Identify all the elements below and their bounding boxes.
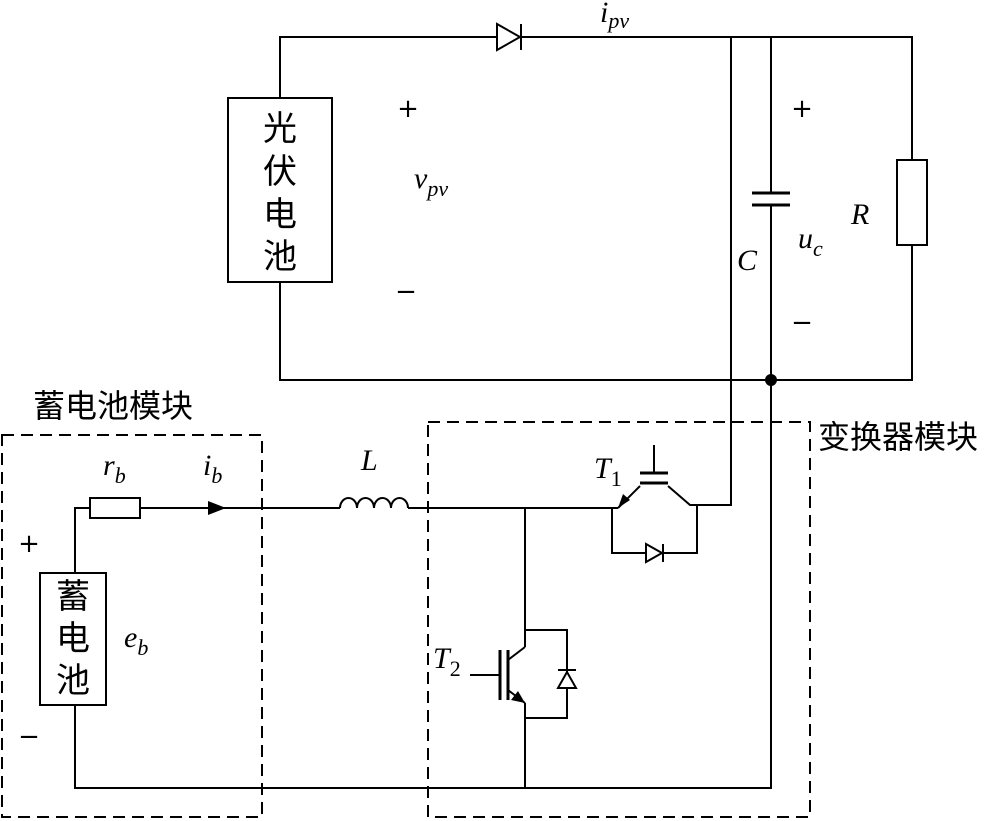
battery-char: 池 — [56, 661, 90, 701]
label-e-b: eb — [124, 621, 148, 660]
current-arrow-icon — [208, 501, 226, 515]
label-r-b: rb — [103, 449, 126, 488]
battery-char: 电 — [56, 619, 90, 659]
pv-plus-sign: + — [397, 94, 419, 124]
battery-module-label: 蓄电池模块 — [33, 387, 193, 425]
battery-module-boundary — [1, 434, 263, 818]
dc-bus-positive-wire — [697, 37, 732, 506]
converter-module-boundary — [427, 421, 811, 818]
capacitor-c — [752, 37, 790, 380]
battery-plus-sign: + — [18, 529, 40, 559]
battery-minus-sign: − — [18, 722, 40, 752]
resistor-rb — [89, 497, 141, 519]
battery-char: 蓄 — [56, 577, 90, 617]
label-t2: T2 — [433, 642, 461, 681]
dc-bus-negative-wire — [74, 380, 772, 789]
battery: 蓄 电 池 — [39, 572, 107, 706]
switch-t2 — [470, 508, 578, 788]
pv-panel-char: 光 — [263, 109, 297, 149]
battery-positive-wire — [74, 507, 90, 573]
label-i-pv: ipv — [600, 0, 629, 33]
label-i-b: ib — [203, 449, 222, 488]
pv-panel-char: 池 — [263, 237, 297, 277]
label-l: L — [360, 444, 378, 477]
inductor-l — [339, 497, 409, 509]
uc-plus-sign: + — [791, 94, 813, 124]
switch-t1 — [525, 445, 698, 564]
pv-panel-char: 电 — [263, 195, 297, 235]
pv-loop-wires — [279, 36, 913, 381]
pv-diode-icon — [496, 22, 523, 52]
resistor-r — [896, 159, 928, 246]
label-v-pv: vpv — [414, 162, 448, 201]
label-r: R — [850, 198, 869, 231]
uc-minus-sign: − — [791, 308, 813, 338]
label-u-c: uc — [798, 222, 823, 261]
label-t1: T1 — [594, 452, 622, 491]
pv-panel: 光 伏 电 池 — [227, 97, 333, 283]
pv-panel-char: 伏 — [263, 152, 297, 192]
label-c: C — [737, 244, 758, 277]
pv-minus-sign: − — [395, 277, 417, 307]
converter-module-label: 变换器模块 — [818, 418, 978, 456]
